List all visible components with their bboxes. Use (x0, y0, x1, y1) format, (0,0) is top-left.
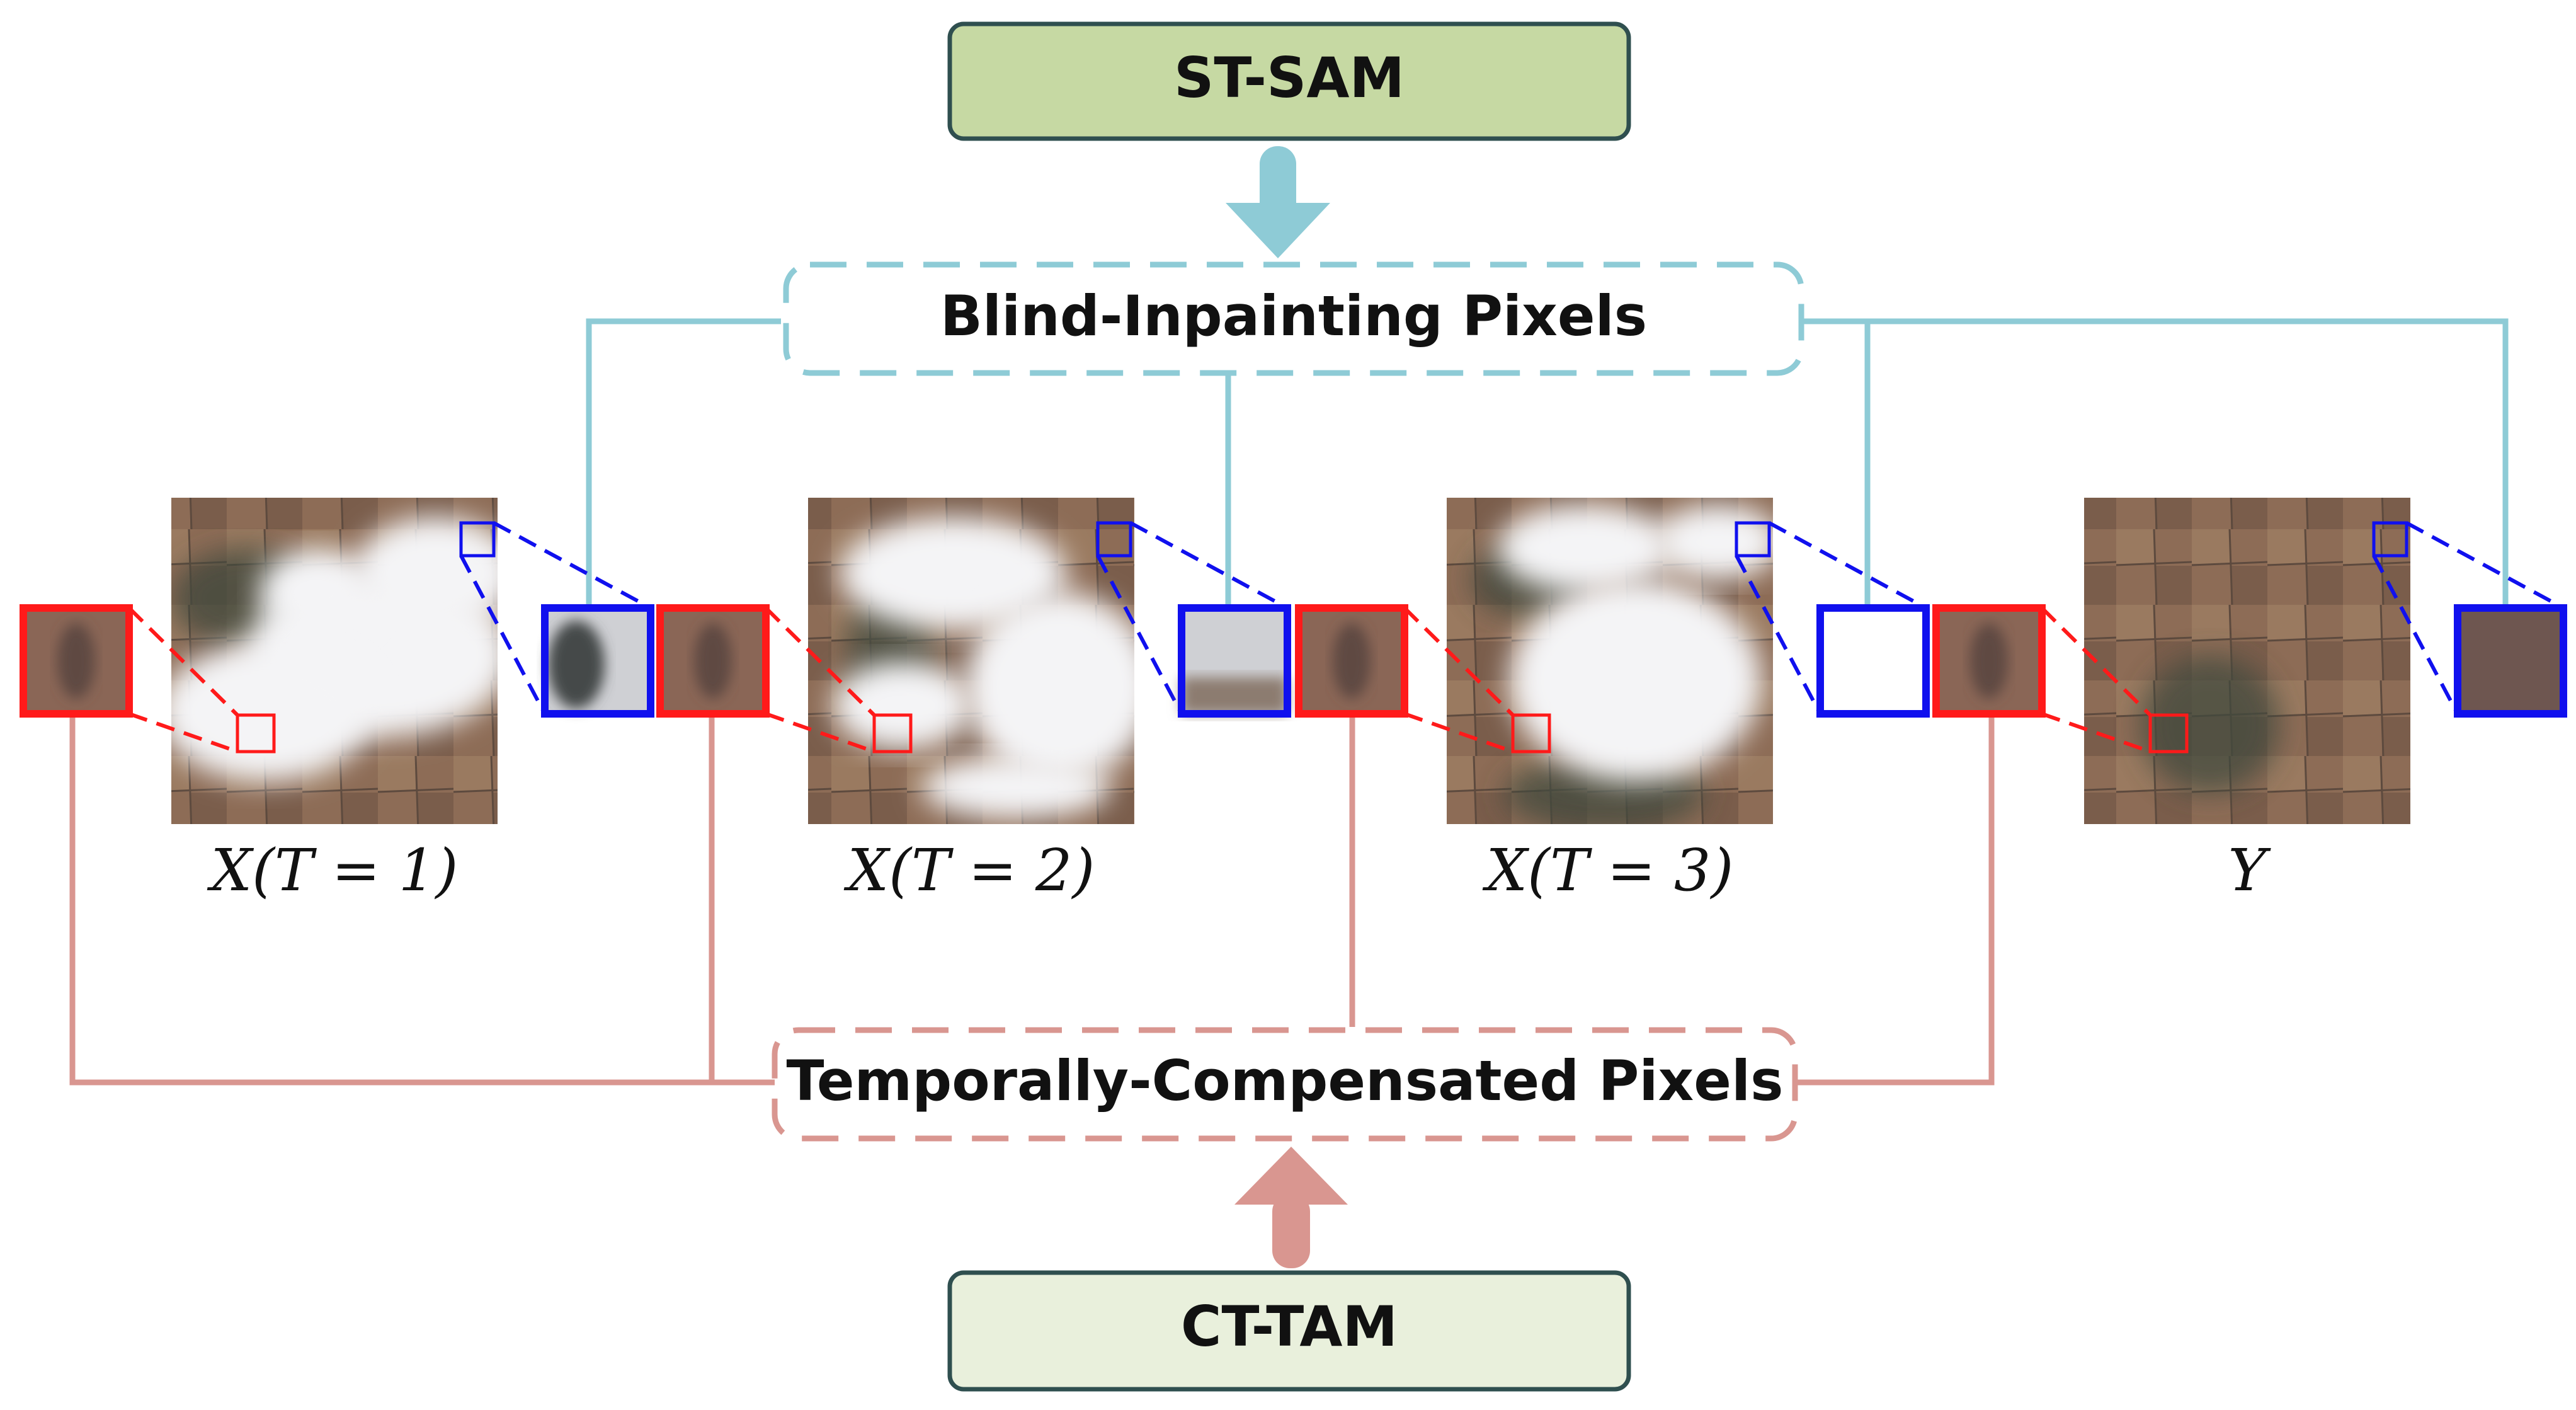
red-zoom-frame (1932, 604, 2046, 718)
st-sam-box (947, 21, 1631, 141)
satellite-image (171, 498, 498, 824)
zoom-line (1403, 606, 1515, 717)
zoom-line (1096, 554, 1183, 715)
blind-inpainting-group: Blind-Inpainting Pixels (783, 261, 1804, 376)
zoom-line (2372, 554, 2459, 715)
satellite-image (1447, 498, 1773, 824)
temporal-label: Temporally-Compensated Pixels (786, 1048, 1783, 1113)
blue-zoom-frame (2454, 604, 2567, 718)
red-marker (2148, 713, 2189, 754)
frame-3: X(T = 3) (1295, 498, 1930, 904)
red-marker (1511, 713, 1551, 754)
frame-caption: X(T = 1) (207, 837, 459, 904)
zoom-line (1768, 521, 1927, 610)
down-arrow (1226, 146, 1330, 258)
zoom-line (2405, 521, 2565, 610)
blue-marker (459, 521, 496, 558)
red-zoom-frame (20, 604, 133, 718)
frame-2: X(T = 2) (656, 498, 1291, 904)
frame-caption: X(T = 2) (844, 837, 1095, 904)
blue-zoom-frame (1178, 604, 1291, 718)
blue-zoom-frame (541, 604, 654, 718)
blind-inpainting-connectors (586, 318, 2509, 610)
connector-temporal-output (1795, 715, 1995, 1086)
down-arrow-head (1226, 203, 1330, 258)
zoom-line (764, 606, 876, 717)
blue-zoom-patch (2458, 608, 2563, 714)
blind-inpainting-label: Blind-Inpainting Pixels (940, 284, 1647, 348)
connector-blind-frame3 (1803, 318, 1871, 610)
zoom-line (765, 712, 875, 754)
red-zoom-frame (1295, 604, 1408, 718)
red-zoom-frame (656, 604, 770, 718)
connector-blind-frame1 (586, 318, 781, 610)
blue-zoom-frame (1816, 604, 1930, 718)
zoom-line (128, 712, 238, 754)
satellite-image (2084, 498, 2410, 824)
zoom-line (1735, 554, 1822, 715)
zoom-line (459, 554, 547, 715)
zoom-line (1129, 521, 1289, 610)
blue-marker (2372, 521, 2408, 558)
zoom-line (127, 606, 239, 717)
temporal-group: Temporally-Compensated Pixels (772, 1027, 1798, 1142)
ct-tam-module: CT-TAM (947, 1270, 1631, 1392)
ct-tam-box (947, 1270, 1631, 1392)
zoom-line (2040, 606, 2152, 717)
frame-4: Y (1932, 498, 2567, 904)
st-sam-module: ST-SAM (947, 21, 1631, 141)
ct-tam-label: CT-TAM (1181, 1294, 1398, 1359)
zoom-line (2041, 712, 2151, 754)
connector-blind-output (1867, 318, 2509, 610)
temporal-connectors (69, 715, 1995, 1086)
frame-caption: Y (2228, 837, 2272, 904)
blue-marker (1096, 521, 1132, 558)
blue-marker (1735, 521, 1771, 558)
temporal-box (772, 1027, 1798, 1142)
up-arrow (1234, 1147, 1348, 1268)
up-arrow-head (1234, 1147, 1348, 1205)
red-marker (872, 713, 913, 754)
satellite-image (808, 498, 1134, 824)
up-arrow-shaft (1272, 1194, 1310, 1268)
frame-caption: X(T = 3) (1483, 837, 1734, 904)
down-arrow-shaft (1260, 146, 1296, 221)
st-sam-label: ST-SAM (1174, 45, 1405, 110)
zoom-line (1404, 712, 1513, 754)
zoom-line (493, 521, 652, 610)
frames-row: X(T = 1) X(T = 2) X(T = 3) Y (20, 498, 2567, 904)
red-marker (236, 713, 276, 754)
connector-temporal-frame1 (69, 715, 775, 1086)
blue-zoom-patch (1820, 608, 1926, 714)
frame-1: X(T = 1) (20, 498, 654, 904)
blind-inpainting-box (783, 261, 1804, 376)
